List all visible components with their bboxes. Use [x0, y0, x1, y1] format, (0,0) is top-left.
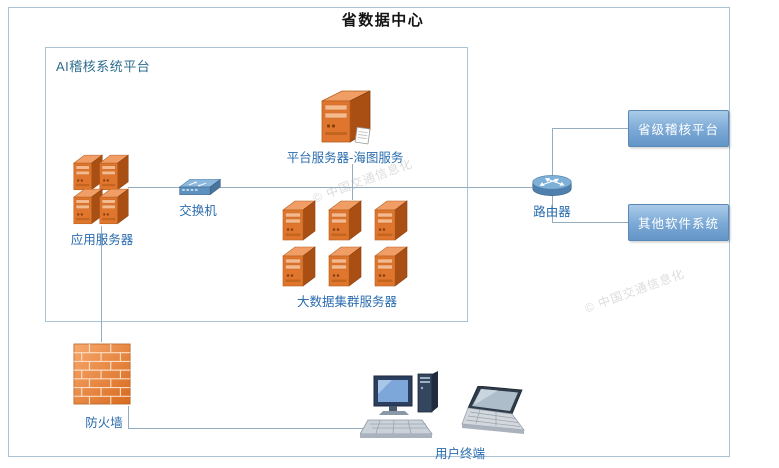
bigdata-cluster-icon — [280, 198, 410, 288]
edge-router-to-other-system — [553, 222, 628, 223]
switch-icon — [178, 176, 222, 198]
switch-label: 交换机 — [179, 204, 217, 218]
other-software-system-box: 其他软件系统 — [628, 204, 729, 241]
laptop-glyph-icon — [460, 386, 540, 442]
laptop-icon — [460, 386, 540, 442]
server-cube-icon — [98, 186, 130, 226]
desktop-glyph-icon — [360, 370, 452, 442]
other-software-system-label: 其他软件系统 — [637, 217, 719, 231]
tower-server-glyph-icon — [318, 88, 374, 146]
server-cube-icon — [326, 244, 364, 288]
server-cube-icon — [280, 198, 318, 242]
ai-platform-label: AI稽核系统平台 — [56, 59, 151, 74]
app-server-label: 应用服务器 — [70, 233, 134, 247]
datacenter-boundary-box — [8, 7, 730, 457]
bigdata-cluster-label: 大数据集群服务器 — [296, 295, 397, 309]
server-cube-icon — [326, 198, 364, 242]
edge-appserver-to-switch — [128, 187, 180, 188]
router-label: 路由器 — [533, 205, 571, 219]
app-server-stack-icon — [72, 152, 130, 226]
edge-appserver-to-firewall — [101, 226, 102, 342]
router-glyph-icon — [530, 173, 574, 199]
server-cube-icon — [372, 198, 410, 242]
provincial-audit-platform-box: 省级稽核平台 — [628, 110, 729, 147]
firewall-label: 防火墙 — [85, 416, 123, 430]
user-terminal-label: 用户终端 — [434, 447, 485, 461]
platform-server-label: 平台服务器-海图服务 — [286, 151, 404, 165]
firewall-glyph-icon — [72, 340, 134, 408]
server-cube-icon — [372, 244, 410, 288]
router-icon — [530, 173, 574, 199]
firewall-icon — [72, 340, 134, 408]
server-cube-icon — [280, 244, 318, 288]
desktop-computer-icon — [360, 370, 452, 442]
diagram-title: 省数据中心 — [341, 12, 425, 29]
edge-firewall-to-terminal — [128, 428, 366, 429]
edge-platformserver-to-bus — [352, 164, 353, 200]
switch-glyph-icon — [178, 176, 222, 198]
edge-router-to-provincial-platform — [553, 128, 628, 129]
platform-server-icon — [318, 88, 374, 146]
edge-switch-to-router-bus — [220, 187, 532, 188]
ai-platform-boundary-box — [45, 47, 468, 322]
edge-firewall-drop — [128, 406, 129, 428]
provincial-audit-platform-label: 省级稽核平台 — [637, 123, 719, 137]
